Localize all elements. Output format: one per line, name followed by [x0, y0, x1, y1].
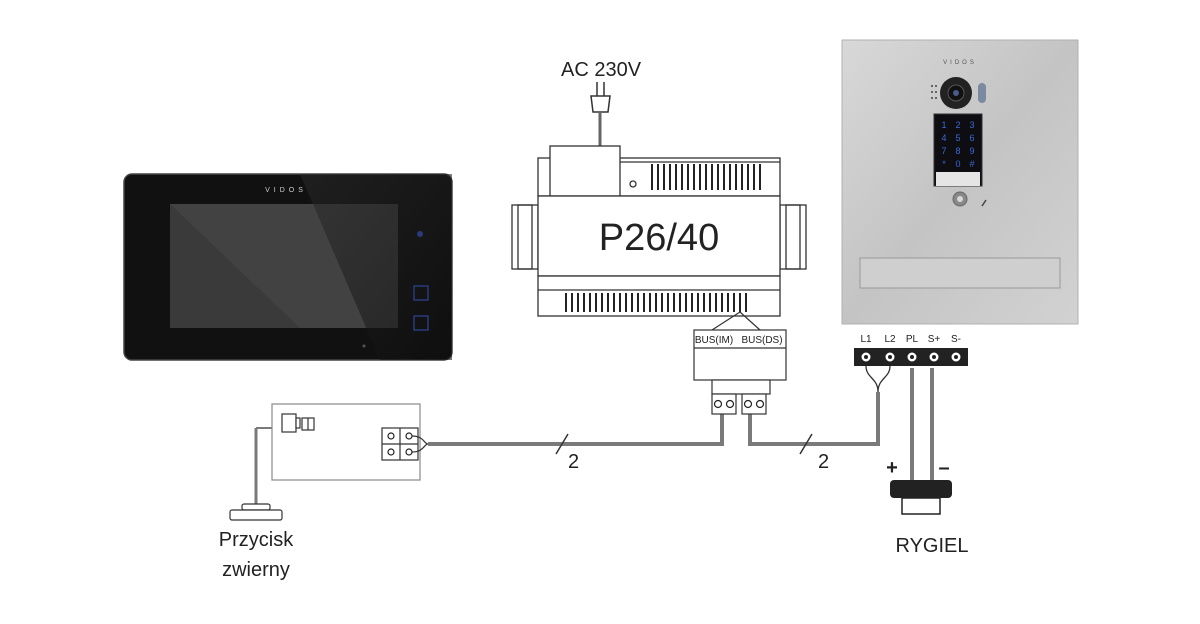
svg-text:2: 2: [955, 120, 960, 130]
svg-text:1: 1: [941, 120, 946, 130]
terminal-pl: PL: [906, 334, 919, 345]
monitor-brand: VIDOS: [265, 187, 307, 194]
wires: [254, 368, 934, 506]
keypad-keys: 1 2 3 4 5 6 7 8 9 * 0 #: [941, 120, 974, 169]
svg-text:6: 6: [969, 133, 974, 143]
svg-text:7: 7: [941, 146, 946, 156]
door-station-brand: VIDOS: [943, 60, 977, 66]
port-bus-ds: BUS(DS): [741, 335, 782, 346]
terminal-s-minus: S-: [951, 334, 961, 345]
terminal-l1: L1: [860, 334, 872, 345]
wire-count-left: 2: [568, 451, 579, 473]
vent-grille-bottom: [565, 293, 747, 312]
svg-text:5: 5: [955, 133, 960, 143]
bus-terminal-block: [693, 311, 787, 415]
svg-text:4: 4: [941, 133, 946, 143]
door-station: VIDOS 1 2 3 4 5 6 7 8 9 * 0 #: [841, 39, 1079, 325]
svg-text:9: 9: [969, 146, 974, 156]
svg-text:*: *: [942, 159, 946, 169]
exit-button-module: [271, 403, 421, 481]
lock-plus: +: [886, 457, 898, 479]
terminal-s-plus: S+: [928, 334, 941, 345]
port-bus-im: BUS(IM): [695, 335, 733, 346]
svg-text:0: 0: [955, 159, 960, 169]
indoor-monitor: VIDOS: [123, 173, 453, 361]
lock-label: RYGIEL: [896, 535, 969, 557]
terminal-strip: [854, 348, 968, 393]
terminal-labels: L1 L2 PL S+ S-: [860, 334, 961, 345]
exit-button-lead: [411, 435, 429, 453]
bus-screws: [713, 399, 765, 409]
wire-bus-ds-to-l1l2: [748, 392, 880, 446]
power-supply: [511, 145, 807, 317]
pushbutton-icon: [229, 503, 283, 521]
svg-text:3: 3: [969, 120, 974, 130]
power-supply-model: P26/40: [599, 217, 719, 259]
wire-button-to-bus-im: [428, 414, 724, 446]
terminal-l2: L2: [884, 334, 896, 345]
button-label-2: zwierny: [222, 559, 290, 581]
wire-count-marks: [555, 433, 813, 455]
button-label-1: Przycisk: [219, 529, 294, 551]
vent-grille-top: [651, 164, 761, 190]
lock-rygiel: [890, 480, 952, 515]
lock-minus: –: [938, 457, 949, 479]
power-plug-icon: [590, 82, 611, 146]
svg-text:8: 8: [955, 146, 960, 156]
wire-count-right: 2: [818, 451, 829, 473]
ac-label: AC 230V: [561, 59, 642, 81]
svg-text:#: #: [969, 159, 974, 169]
